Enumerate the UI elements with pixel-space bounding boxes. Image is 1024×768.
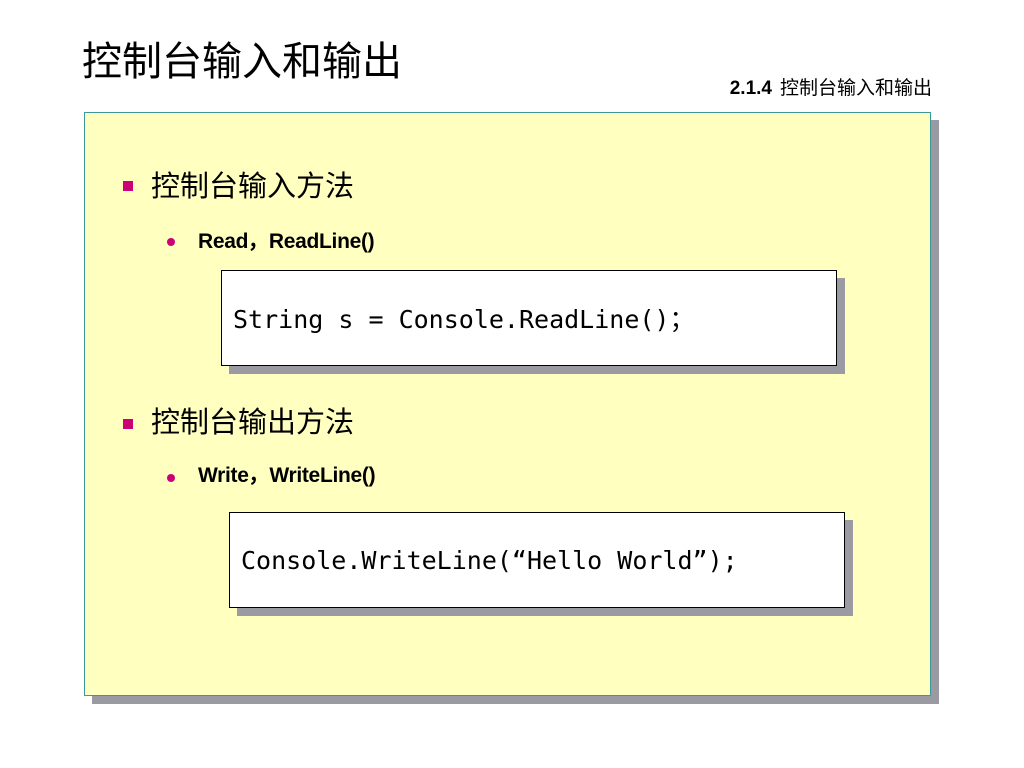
section-title: 控制台输入和输出: [779, 77, 932, 99]
input-code-text: String s = Console.ReadLine()；: [233, 305, 695, 334]
bullet-dot-icon: [167, 474, 175, 482]
section-reference: 2.1.4 控制台输入和输出: [730, 74, 932, 103]
slide-title: 控制台输入和输出: [82, 39, 402, 85]
section-number: 2.1.4: [729, 78, 772, 99]
input-code-box: String s = Console.ReadLine()；: [221, 270, 837, 366]
bullet-square-icon: [123, 419, 133, 429]
input-methods-subitem: Read，ReadLine(): [198, 230, 375, 253]
output-methods-heading: 控制台输出方法: [151, 405, 355, 439]
output-methods-subitem: Write，WriteLine(): [198, 464, 376, 487]
input-methods-heading: 控制台输入方法: [151, 169, 355, 203]
output-code-text: Console.WriteLine(“Hello World”);: [241, 545, 738, 575]
bullet-dot-icon: [167, 238, 175, 246]
bullet-square-icon: [123, 181, 133, 191]
output-code-box: Console.WriteLine(“Hello World”);: [229, 512, 845, 608]
